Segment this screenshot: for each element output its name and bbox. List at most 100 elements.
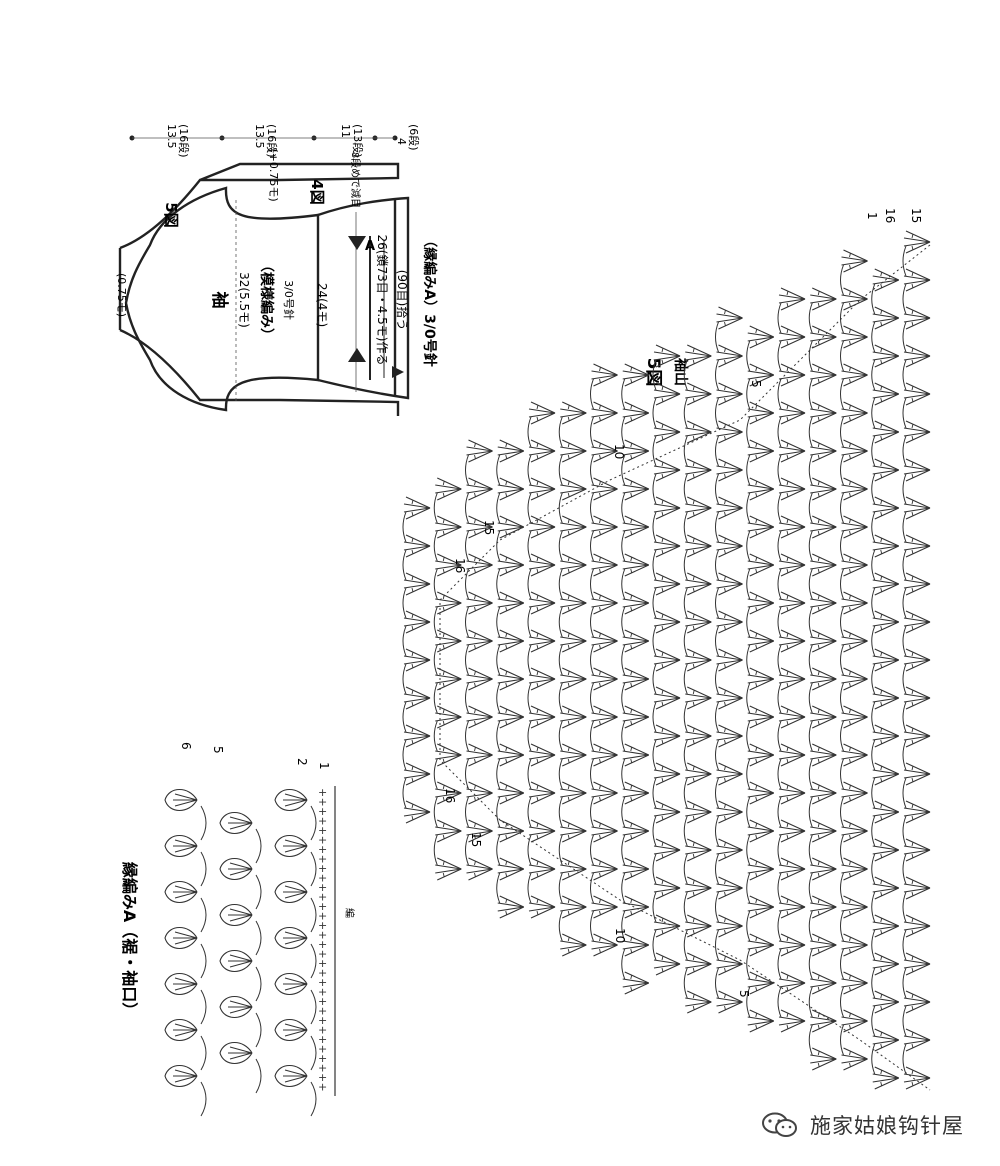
chain-arc bbox=[558, 492, 563, 524]
v-stitch-group bbox=[434, 591, 462, 615]
chain-arc bbox=[715, 511, 719, 543]
chain-arc bbox=[652, 587, 657, 619]
v-stitch-group bbox=[809, 781, 837, 805]
chain-arc bbox=[840, 340, 844, 372]
sleeve-cuff-note: 8段めで減目 bbox=[349, 152, 362, 208]
chain-arc bbox=[746, 340, 751, 372]
v-stitch-group bbox=[872, 572, 900, 596]
v-stitch-group bbox=[840, 591, 869, 615]
v-stitch-group bbox=[715, 914, 744, 938]
single-crochet-mark: + bbox=[318, 1005, 327, 1018]
chain-arc bbox=[621, 796, 626, 828]
v-stitch-group bbox=[590, 667, 619, 691]
v-stitch-group bbox=[715, 838, 744, 862]
chain-arc bbox=[840, 454, 844, 486]
chain-arc bbox=[683, 853, 688, 885]
v-stitch-group bbox=[872, 382, 900, 406]
chain-arc bbox=[808, 910, 813, 942]
chain-arc bbox=[902, 1043, 907, 1075]
chain-arc bbox=[715, 359, 719, 391]
chain-arc bbox=[527, 454, 532, 486]
chain-arc bbox=[715, 739, 719, 771]
v-stitch-group bbox=[622, 591, 650, 615]
v-stitch-group bbox=[809, 667, 837, 691]
chain-arc bbox=[902, 359, 907, 391]
v-stitch-group bbox=[903, 306, 931, 330]
edging-row-6: 6 bbox=[179, 742, 193, 750]
v-stitch-group bbox=[559, 439, 587, 463]
chain-arc bbox=[808, 416, 813, 448]
v-stitch-group bbox=[497, 857, 525, 881]
v-stitch-group bbox=[747, 325, 775, 349]
sleeve-cuff-pattern: （縁編みA）3/0号針 bbox=[421, 233, 438, 366]
chain-arc bbox=[621, 872, 626, 904]
chain-arc bbox=[683, 967, 688, 999]
v-stitch-group bbox=[903, 382, 931, 406]
sleeve-label: 袖 bbox=[209, 292, 230, 309]
chain-arc bbox=[496, 796, 501, 828]
v-stitch-group bbox=[903, 496, 931, 520]
v-stitch-group bbox=[528, 857, 556, 881]
chain-arc bbox=[808, 454, 813, 486]
watermark: 施家姑娘钩针屋 bbox=[760, 1108, 985, 1142]
shell-fan bbox=[219, 995, 253, 1019]
sleeve-top-width: (0.75モ) bbox=[115, 273, 128, 317]
chain-arc bbox=[683, 435, 688, 467]
chain-arc bbox=[808, 530, 813, 562]
chain-arc bbox=[746, 530, 751, 562]
chain-arc bbox=[777, 796, 782, 828]
chain-arc bbox=[590, 416, 594, 448]
v-stitch-group bbox=[715, 610, 744, 634]
chain-arc bbox=[715, 321, 719, 353]
v-stitch-group bbox=[653, 914, 681, 938]
shell-fan bbox=[274, 926, 308, 950]
chain-arc bbox=[590, 910, 594, 942]
chain-arc bbox=[558, 796, 563, 828]
v-stitch-group bbox=[840, 287, 869, 311]
shell-fan bbox=[164, 1018, 198, 1042]
v-stitch-group bbox=[903, 838, 931, 862]
v-stitch-group bbox=[903, 420, 931, 444]
v-stitch-group bbox=[434, 667, 462, 691]
chain-arc bbox=[652, 739, 657, 771]
chain-arc bbox=[527, 872, 532, 904]
v-stitch-group bbox=[434, 515, 462, 539]
v-stitch-group bbox=[747, 667, 775, 691]
v-stitch-group bbox=[684, 458, 712, 482]
v-stitch-group bbox=[778, 781, 806, 805]
v-stitch-group bbox=[684, 990, 712, 1014]
chain-arc bbox=[777, 340, 782, 372]
chain-arc bbox=[777, 416, 782, 448]
v-stitch-group bbox=[528, 781, 556, 805]
chain-arc bbox=[746, 606, 751, 638]
chain-arc bbox=[433, 834, 438, 866]
chain-arc bbox=[200, 805, 207, 841]
single-crochet-mark: + bbox=[318, 862, 327, 875]
chain-arc bbox=[683, 701, 688, 733]
v-stitch-group bbox=[684, 724, 712, 748]
v-stitch-group bbox=[872, 762, 900, 786]
single-crochet-mark: + bbox=[318, 948, 327, 961]
v-stitch-group bbox=[903, 800, 931, 824]
v-stitch-group bbox=[872, 914, 900, 938]
chain-arc bbox=[402, 549, 407, 581]
v-stitch-group bbox=[622, 895, 650, 919]
v-stitch-group bbox=[528, 819, 556, 843]
v-stitch-group bbox=[840, 819, 869, 843]
chain-arc bbox=[715, 891, 719, 923]
v-stitch-group bbox=[747, 933, 775, 957]
v-stitch-group bbox=[497, 781, 525, 805]
v-stitch-group bbox=[653, 648, 681, 672]
v-stitch-group bbox=[903, 876, 931, 900]
chain-arc bbox=[310, 1035, 317, 1071]
v-stitch-group bbox=[622, 743, 650, 767]
v-stitch-group bbox=[715, 458, 744, 482]
chain-arc bbox=[746, 834, 751, 866]
chain-arc bbox=[840, 568, 844, 600]
v-stitch-group bbox=[715, 534, 744, 558]
v-stitch-group bbox=[653, 420, 681, 444]
v-stitch-group bbox=[809, 857, 837, 881]
chain-arc bbox=[840, 682, 844, 714]
chain-arc bbox=[255, 966, 262, 1002]
chain-arc bbox=[902, 815, 907, 847]
